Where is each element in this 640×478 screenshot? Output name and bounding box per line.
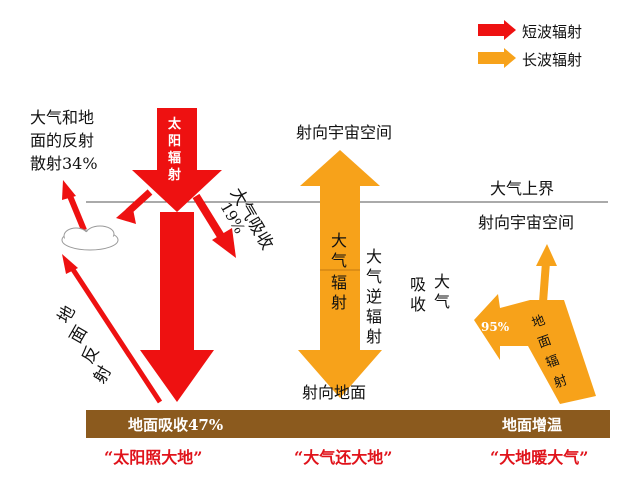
caption-sun: “太阳照大地” bbox=[104, 448, 202, 467]
absorb-col2-char-2: 气 bbox=[434, 292, 450, 311]
absorb-arrow-shaft bbox=[192, 193, 226, 241]
legend-shortwave-label: 短波辐射 bbox=[522, 23, 582, 41]
atm-rad-char-2: 气 bbox=[331, 251, 347, 270]
solar-radiation-label: 太 阳 辐 射 bbox=[167, 116, 182, 183]
atmospheric-radiation-label: 大 气 辐 射 bbox=[331, 231, 347, 312]
counter-radiation-label: 大 气 逆 辐 射 bbox=[366, 247, 382, 346]
to-ground-label: 射向地面 bbox=[302, 383, 366, 402]
ground-pct-label: 95% bbox=[481, 320, 510, 334]
ground-rad-char-3: 辐 bbox=[544, 353, 561, 372]
scatter-arrow-shaft bbox=[67, 194, 87, 232]
to-space-center-label: 射向宇宙空间 bbox=[296, 123, 392, 142]
solar-char-2: 阳 bbox=[168, 134, 181, 149]
atmospheric-radiation-arrow bbox=[298, 150, 382, 398]
legend: 短波辐射 长波辐射 bbox=[478, 20, 582, 69]
counter-char-4: 辐 bbox=[366, 307, 382, 326]
reflect-arrow-head bbox=[116, 204, 136, 224]
cloud-icon bbox=[61, 225, 119, 251]
solar-radiation-arrow bbox=[132, 108, 222, 212]
counter-char-5: 射 bbox=[366, 327, 382, 346]
ground-rad-char-2: 面 bbox=[536, 333, 553, 352]
caption-ground: “大地暖大气” bbox=[490, 448, 588, 467]
ground-absorb-arrow bbox=[140, 212, 214, 402]
reflect-label-line1: 大气和地 bbox=[30, 108, 94, 127]
counter-char-2: 气 bbox=[366, 267, 382, 286]
counter-char-1: 大 bbox=[366, 247, 382, 266]
ground-reflect-arrow-head bbox=[62, 254, 78, 274]
caption-atm: “大气还大地” bbox=[294, 448, 392, 467]
ground-rad-char-1: 地 bbox=[530, 313, 547, 332]
solar-char-3: 辐 bbox=[168, 150, 181, 166]
reflect-label-line2: 面的反射 bbox=[30, 131, 94, 150]
scatter-arrow-head bbox=[62, 180, 76, 200]
absorb-arrow-head bbox=[212, 228, 236, 258]
legend-longwave-swatch bbox=[478, 48, 516, 68]
ground-to-space-arrow-head bbox=[536, 244, 557, 266]
solar-char-4: 射 bbox=[167, 167, 181, 183]
ground-absorb-label: 地面吸收47% bbox=[128, 416, 223, 434]
to-space-right-label: 射向宇宙空间 bbox=[478, 213, 574, 232]
atm-rad-char-1: 大 bbox=[331, 231, 347, 250]
legend-shortwave-swatch bbox=[478, 20, 516, 40]
legend-longwave-label: 长波辐射 bbox=[522, 51, 582, 69]
ground-reflect-arrow-shaft bbox=[69, 266, 163, 404]
atmosphere-top-label: 大气上界 bbox=[490, 179, 554, 198]
ground-radiation-label: 地 面 辐 射 bbox=[530, 313, 569, 392]
ground-rad-char-4: 射 bbox=[552, 372, 570, 391]
absorb-col1-char-1: 吸 bbox=[410, 275, 426, 294]
absorb-col2-char-1: 大 bbox=[434, 272, 450, 291]
counter-char-3: 逆 bbox=[366, 287, 382, 306]
absorb-col1-char-2: 收 bbox=[410, 295, 426, 314]
atm-rad-char-3: 辐 bbox=[331, 273, 347, 292]
ground-reflect-label: 地 面 反 射 bbox=[54, 302, 116, 387]
ground-bar bbox=[86, 410, 610, 438]
ground-radiation-shape bbox=[474, 294, 596, 404]
atm-rad-char-4: 射 bbox=[331, 293, 347, 312]
ground-warm-label: 地面增温 bbox=[502, 416, 562, 434]
solar-char-1: 太 bbox=[167, 116, 182, 132]
reflect-label-line3: 散射34% bbox=[30, 154, 98, 173]
